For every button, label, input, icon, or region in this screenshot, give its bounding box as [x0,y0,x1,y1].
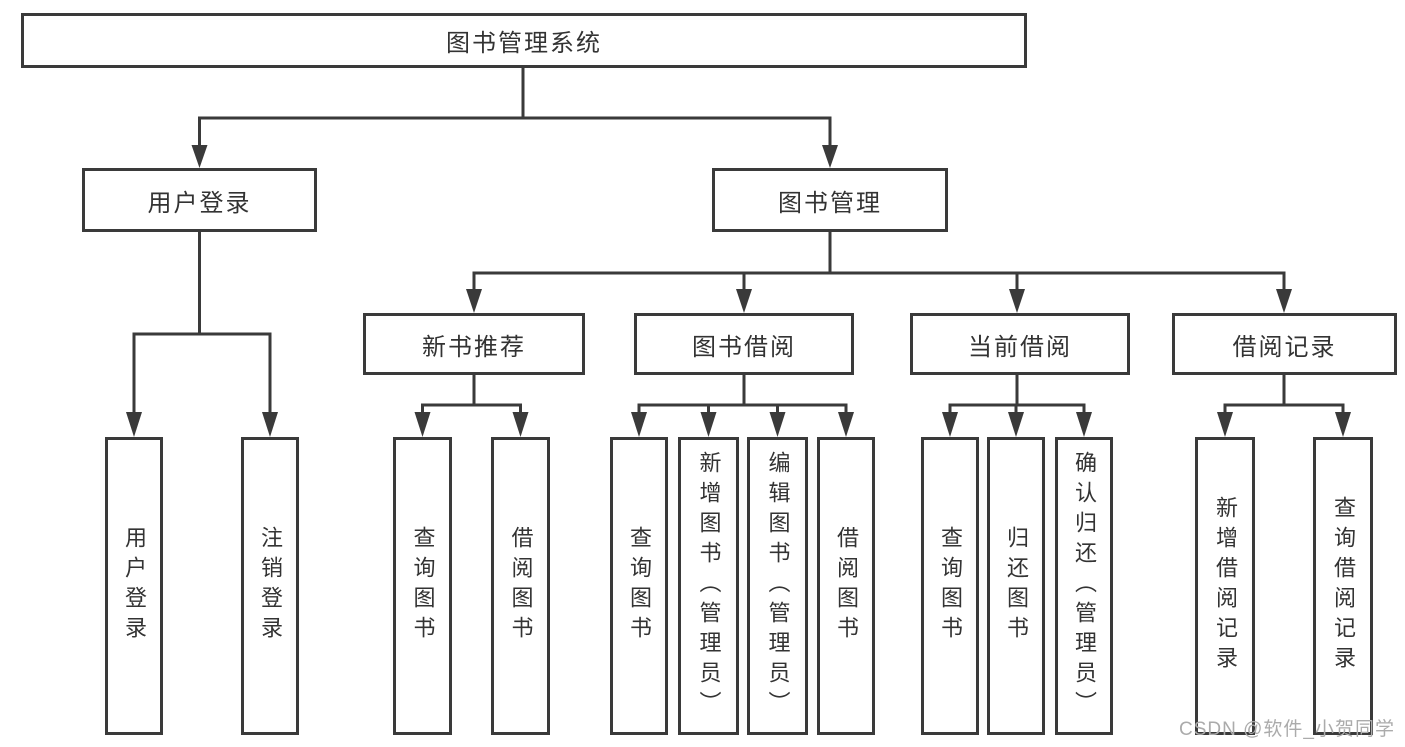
node-bb-borrow-label: 借阅图书 [834,526,859,646]
node-ul-logout: 注销登录 [241,437,299,735]
node-cb-confirm: 确认归还（管理员） [1055,437,1113,735]
node-ul-login-label: 用户登录 [122,526,147,646]
connector-root-to-level2 [191,67,838,168]
node-cb-query: 查询图书 [921,437,979,735]
node-book-mgmt: 图书管理 [712,168,948,232]
connector-current-borrow-children [942,375,1092,437]
node-cb-query-label: 查询图书 [938,526,963,646]
node-bb-add-label: 新增图书（管理员） [696,451,722,721]
node-user-login: 用户登录 [82,168,317,232]
node-br-query: 查询借阅记录 [1313,437,1373,735]
node-current-borrow: 当前借阅 [910,313,1130,375]
node-nb-query-label: 查询图书 [410,526,436,646]
node-new-books-label: 新书推荐 [422,333,526,361]
connector-user-login-children [126,232,278,437]
node-borrow-records-label: 借阅记录 [1232,333,1337,361]
node-root: 图书管理系统 [21,13,1027,68]
node-br-query-label: 查询借阅记录 [1331,496,1356,676]
node-root-label: 图书管理系统 [446,30,602,57]
csdn-watermark: CSDN @软件_小贺同学 [1179,719,1395,740]
node-br-add-label: 新增借阅记录 [1213,496,1238,676]
node-new-books: 新书推荐 [363,313,585,375]
node-bb-edit: 编辑图书（管理员） [747,437,808,735]
node-nb-borrow-label: 借阅图书 [508,526,534,646]
node-bb-query: 查询图书 [610,437,668,735]
node-cb-return: 归还图书 [987,437,1045,735]
node-nb-borrow: 借阅图书 [491,437,550,735]
node-ul-logout-label: 注销登录 [258,526,283,646]
connector-borrow-records-children [1217,375,1351,437]
connector-new-books-children [414,375,529,437]
node-current-borrow-label: 当前借阅 [968,333,1072,361]
node-bb-edit-label: 编辑图书（管理员） [765,451,791,721]
node-user-login-label: 用户登录 [147,189,252,217]
connector-book-mgmt-children [466,232,1292,313]
node-book-borrow-label: 图书借阅 [692,333,796,361]
node-book-borrow: 图书借阅 [634,313,854,375]
node-ul-login: 用户登录 [105,437,163,735]
connector-book-borrow-children [631,375,854,437]
node-nb-query: 查询图书 [393,437,452,735]
node-cb-confirm-label: 确认归还（管理员） [1072,451,1097,721]
node-bb-add: 新增图书（管理员） [678,437,739,735]
node-borrow-records: 借阅记录 [1172,313,1397,375]
node-br-add: 新增借阅记录 [1195,437,1255,735]
node-book-mgmt-label: 图书管理 [778,189,882,217]
node-bb-query-label: 查询图书 [627,526,652,646]
node-cb-return-label: 归还图书 [1004,526,1029,646]
node-bb-borrow: 借阅图书 [817,437,875,735]
